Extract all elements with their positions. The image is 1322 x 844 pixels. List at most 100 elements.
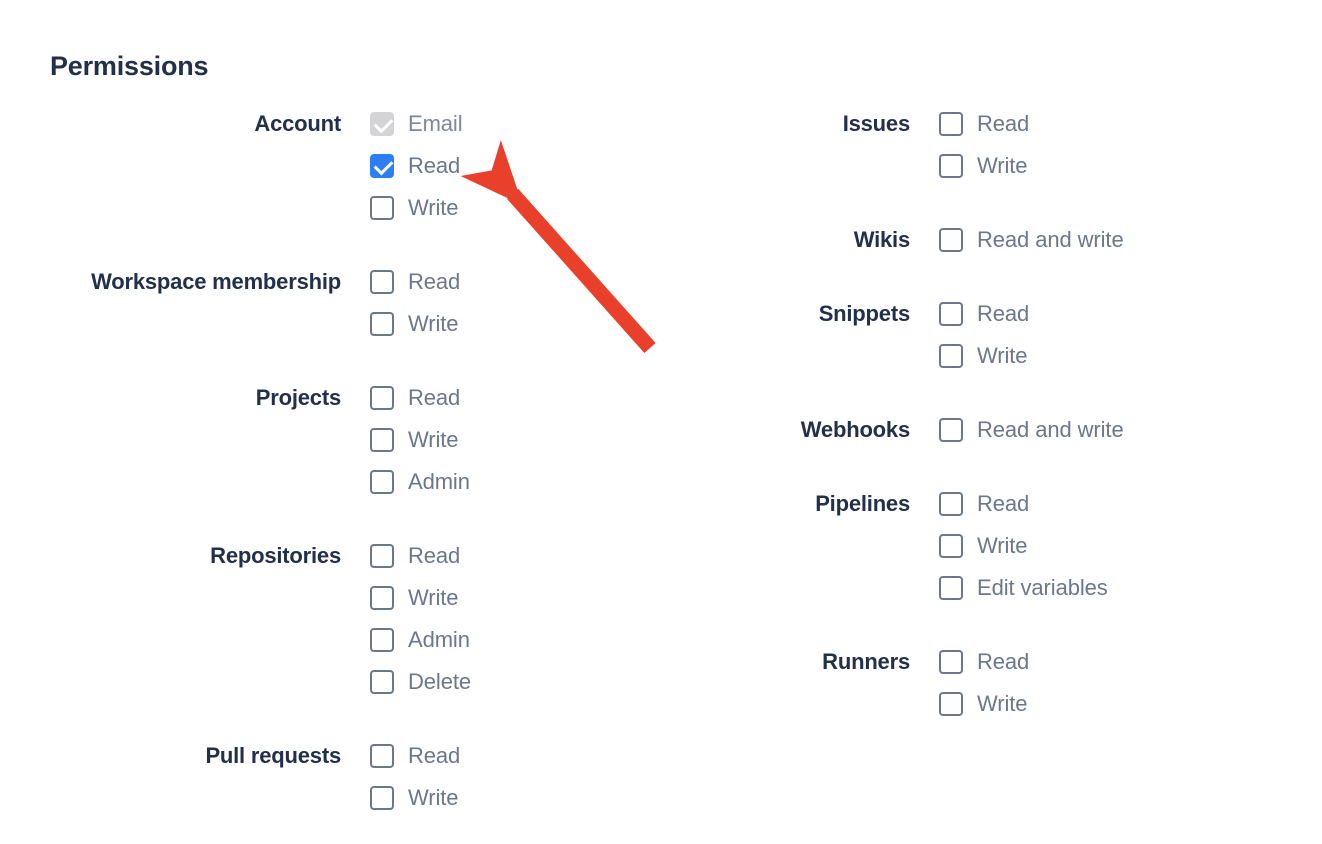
checkbox-pipelines-edit-variables[interactable] — [939, 576, 963, 600]
option-row-runners-write[interactable]: Write — [939, 683, 1240, 725]
option-row-projects-read[interactable]: Read — [370, 377, 580, 419]
option-label-pipelines-edit-variables[interactable]: Edit variables — [977, 575, 1108, 600]
checkbox-pull-requests-write[interactable] — [370, 786, 394, 810]
checkbox-repositories-write[interactable] — [370, 586, 394, 610]
option-label-workspace-membership-write[interactable]: Write — [408, 311, 459, 336]
option-row-pipelines-write[interactable]: Write — [939, 525, 1240, 567]
checkbox-issues-write[interactable] — [939, 154, 963, 178]
option-label-issues-write[interactable]: Write — [977, 153, 1028, 178]
checkbox-repositories-admin[interactable] — [370, 628, 394, 652]
option-label-repositories-read[interactable]: Read — [408, 543, 461, 568]
checkbox-projects-admin[interactable] — [370, 470, 394, 494]
checkbox-runners-write[interactable] — [939, 692, 963, 716]
checkbox-repositories-delete[interactable] — [370, 670, 394, 694]
option-row-repositories-delete[interactable]: Delete — [370, 661, 580, 703]
option-label-issues-read[interactable]: Read — [977, 111, 1030, 136]
option-row-repositories-admin[interactable]: Admin — [370, 619, 580, 661]
checkbox-snippets-write[interactable] — [939, 344, 963, 368]
option-row-wikis-read-and-write[interactable]: Read and write — [939, 219, 1240, 261]
checkbox-issues-read[interactable] — [939, 112, 963, 136]
option-row-pipelines-edit-variables[interactable]: Edit variables — [939, 567, 1240, 609]
option-row-pipelines-read[interactable]: Read — [939, 483, 1240, 525]
checkbox-workspace-membership-write[interactable] — [370, 312, 394, 336]
group-label-wikis: Wikis — [853, 227, 910, 252]
option-label-wikis-read-and-write[interactable]: Read and write — [977, 227, 1124, 252]
option-row-webhooks-read-and-write[interactable]: Read and write — [939, 409, 1240, 451]
option-label-projects-read[interactable]: Read — [408, 385, 461, 410]
option-label-pull-requests-read[interactable]: Read — [408, 743, 461, 768]
option-row-account-email: Email — [370, 103, 580, 145]
group-label-snippets: Snippets — [818, 301, 911, 326]
option-label-snippets-write[interactable]: Write — [977, 343, 1028, 368]
permission-group-wikis: Wikis Read and write — [680, 219, 1240, 261]
group-label-issues: Issues — [842, 111, 910, 136]
option-row-pull-requests-read[interactable]: Read — [370, 735, 580, 777]
option-label-pipelines-read[interactable]: Read — [977, 491, 1030, 516]
option-row-repositories-write[interactable]: Write — [370, 577, 580, 619]
checkbox-account-read[interactable] — [370, 154, 394, 178]
option-row-pull-requests-write[interactable]: Write — [370, 777, 580, 819]
option-label-snippets-read[interactable]: Read — [977, 301, 1030, 326]
option-row-projects-admin[interactable]: Admin — [370, 461, 580, 503]
option-row-account-read[interactable]: Read — [370, 145, 580, 187]
option-label-account-email: Email — [408, 111, 463, 136]
option-label-runners-write[interactable]: Write — [977, 691, 1028, 716]
check-icon — [373, 113, 394, 134]
checkbox-account-email — [370, 112, 394, 136]
checkbox-workspace-membership-read[interactable] — [370, 270, 394, 294]
option-label-account-write[interactable]: Write — [408, 195, 459, 220]
option-row-account-write[interactable]: Write — [370, 187, 580, 229]
page-title: Permissions — [50, 51, 209, 81]
checkbox-projects-write[interactable] — [370, 428, 394, 452]
option-label-workspace-membership-read[interactable]: Read — [408, 269, 461, 294]
checkbox-account-write[interactable] — [370, 196, 394, 220]
option-label-account-read[interactable]: Read — [408, 153, 461, 178]
option-label-repositories-write[interactable]: Write — [408, 585, 459, 610]
option-row-snippets-read[interactable]: Read — [939, 293, 1240, 335]
option-row-workspace-membership-write[interactable]: Write — [370, 303, 580, 345]
option-row-repositories-read[interactable]: Read — [370, 535, 580, 577]
option-label-projects-write[interactable]: Write — [408, 427, 459, 452]
checkbox-projects-read[interactable] — [370, 386, 394, 410]
option-label-repositories-admin[interactable]: Admin — [408, 627, 470, 652]
option-row-issues-read[interactable]: Read — [939, 103, 1240, 145]
checkbox-snippets-read[interactable] — [939, 302, 963, 326]
option-row-workspace-membership-read[interactable]: Read — [370, 261, 580, 303]
group-label-runners: Runners — [822, 649, 910, 674]
option-row-projects-write[interactable]: Write — [370, 419, 580, 461]
checkbox-webhooks-read-and-write[interactable] — [939, 418, 963, 442]
option-row-issues-write[interactable]: Write — [939, 145, 1240, 187]
checkbox-pipelines-write[interactable] — [939, 534, 963, 558]
option-label-webhooks-read-and-write[interactable]: Read and write — [977, 417, 1124, 442]
checkbox-pipelines-read[interactable] — [939, 492, 963, 516]
group-label-account: Account — [254, 111, 341, 136]
option-label-projects-admin[interactable]: Admin — [408, 469, 470, 494]
check-icon — [373, 155, 394, 176]
option-label-runners-read[interactable]: Read — [977, 649, 1030, 674]
checkbox-runners-read[interactable] — [939, 650, 963, 674]
option-label-pull-requests-write[interactable]: Write — [408, 785, 459, 810]
group-label-workspace-membership: Workspace membership — [91, 269, 341, 294]
checkbox-wikis-read-and-write[interactable] — [939, 228, 963, 252]
option-label-repositories-delete[interactable]: Delete — [408, 669, 471, 694]
option-label-pipelines-write[interactable]: Write — [977, 533, 1028, 558]
option-row-runners-read[interactable]: Read — [939, 641, 1240, 683]
checkbox-repositories-read[interactable] — [370, 544, 394, 568]
checkbox-pull-requests-read[interactable] — [370, 744, 394, 768]
option-row-snippets-write[interactable]: Write — [939, 335, 1240, 377]
